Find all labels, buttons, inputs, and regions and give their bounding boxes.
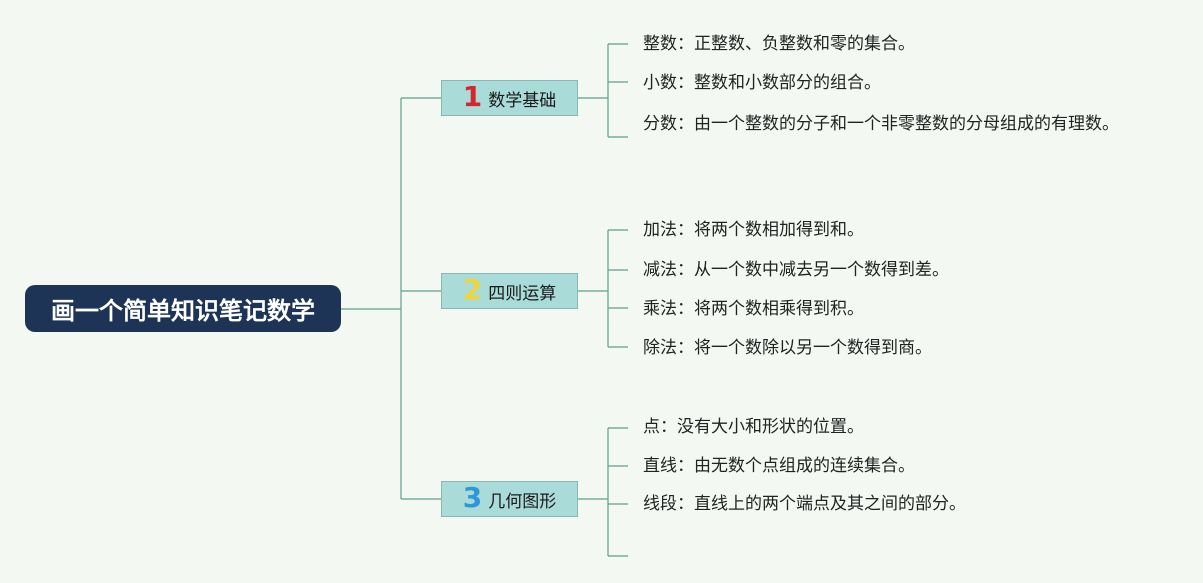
leaf-multiplication[interactable]: 乘法：将两个数相乘得到积。 [643,299,864,319]
leaf-point[interactable]: 点：没有大小和形状的位置。 [643,417,864,437]
leaf-line[interactable]: 直线：由无数个点组成的连续集合。 [643,456,915,476]
branch-label: 几何图形 [488,491,557,512]
branch-geometry[interactable]: 3 几何图形 [441,481,578,517]
leaf-segment[interactable]: 线段：直线上的两个端点及其之间的部分。 [643,494,966,514]
root-title: 画一个简单知识笔记数学 [51,297,315,325]
branch-arithmetic[interactable]: 2 四则运算 [441,273,578,309]
leaf-fraction[interactable]: 分数：由一个整数的分子和一个非零整数的分母组成的有理数。 [643,114,1119,134]
leaf-subtraction[interactable]: 减法：从一个数中减去另一个数得到差。 [643,260,949,280]
leaf-division[interactable]: 除法：将一个数除以另一个数得到商。 [643,338,932,358]
leaf-addition[interactable]: 加法：将两个数相加得到和。 [643,220,864,240]
branch-label: 数学基础 [488,90,557,111]
branch-number-1: 1 [462,80,483,113]
branch-label: 四则运算 [488,283,557,304]
leaf-integer[interactable]: 整数：正整数、负整数和零的集合。 [643,34,915,54]
root-topic[interactable]: 画一个简单知识笔记数学 [25,285,341,332]
leaf-decimal[interactable]: 小数：整数和小数部分的组合。 [643,73,881,93]
branch-number-3: 3 [462,481,483,514]
branch-number-2: 2 [462,273,483,306]
branch-math-basics[interactable]: 1 数学基础 [441,80,578,116]
